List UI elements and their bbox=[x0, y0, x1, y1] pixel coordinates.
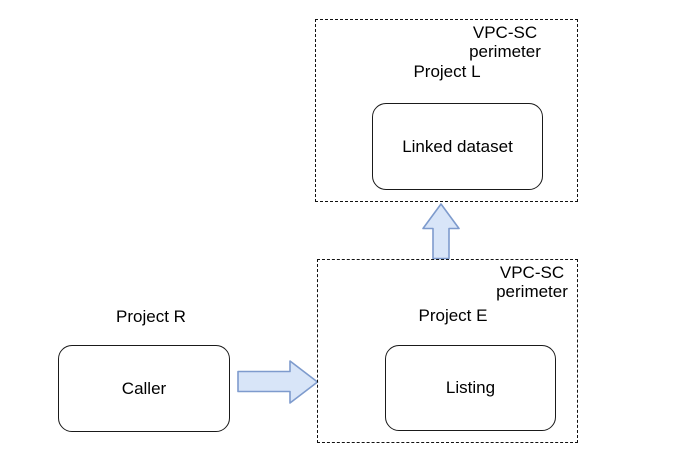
perimeter-e-title-line2: perimeter bbox=[496, 282, 568, 301]
linked-dataset-node-label: Linked dataset bbox=[402, 136, 513, 156]
perimeter-e-title-line1: VPC-SC bbox=[499, 263, 565, 282]
right-arrow-icon-caller-to-listing bbox=[237, 360, 319, 404]
linked-dataset-node: Linked dataset bbox=[372, 103, 543, 190]
project-r-label: Project R bbox=[116, 307, 186, 326]
up-arrow-icon-listing-to-linked-dataset bbox=[422, 203, 460, 260]
perimeter-l-title: VPC-SC perimeter bbox=[445, 23, 565, 61]
project-l-label: Project L bbox=[413, 62, 481, 81]
perimeter-l-title-line1: VPC-SC bbox=[472, 23, 538, 42]
caller-node-label: Caller bbox=[121, 378, 167, 398]
vpc-sc-perimeter-e-boundary bbox=[317, 259, 578, 443]
perimeter-e-title: VPC-SC perimeter bbox=[472, 263, 592, 301]
caller-node: Caller bbox=[58, 345, 230, 432]
project-e-label: Project E bbox=[418, 306, 488, 325]
listing-node-label: Listing bbox=[445, 378, 496, 397]
vpc-sc-perimeter-l-boundary bbox=[315, 19, 578, 202]
listing-node: Listing bbox=[385, 345, 556, 431]
perimeter-l-title-line2: perimeter bbox=[469, 42, 541, 61]
